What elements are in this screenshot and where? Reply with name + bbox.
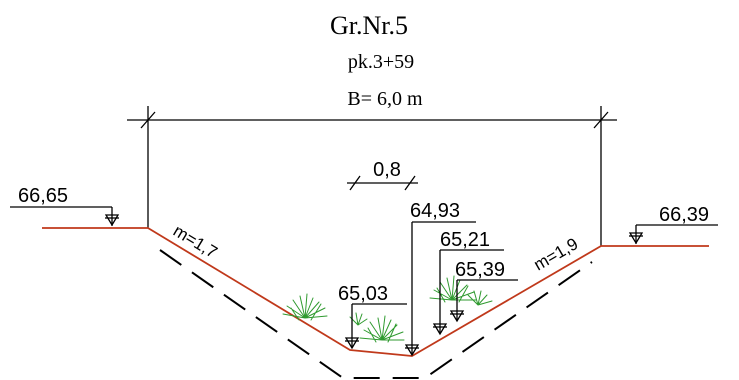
right-slope-label: m=1,9: [531, 234, 582, 274]
left-bank-elevation: 66,65: [18, 185, 68, 207]
right-slope-upper-elevation: 65,21: [440, 229, 490, 251]
vegetation-grass: [282, 275, 493, 343]
ground-profile-line: [42, 227, 709, 357]
elevation-marker-right-slope-upper: 65,21: [432, 229, 504, 336]
bottom-width-dimension: 0,8: [347, 159, 418, 191]
elevation-marker-right-bank: 66,39: [628, 204, 718, 245]
right-slope-lower-elevation: 65,39: [455, 259, 505, 281]
elevation-marker-right-slope-lower: 65,39: [449, 259, 518, 323]
top-width-label: B= 6,0 m: [347, 88, 423, 110]
design-profile-dashed: [159, 249, 593, 379]
bottom-left-elevation: 65,03: [338, 283, 388, 305]
right-bank-elevation: 66,39: [659, 204, 709, 226]
profile-title: Gr.Nr.5: [330, 11, 408, 40]
top-width-dimension: [127, 106, 617, 246]
bottom-width-label: 0,8: [373, 159, 401, 181]
elevation-marker-left-bank: 66,65: [10, 185, 120, 227]
bottom-deepest-elevation: 64,93: [410, 200, 460, 222]
elevation-marker-bottom-deepest: 64,93: [404, 200, 476, 357]
station-label: pk.3+59: [348, 51, 414, 73]
elevation-marker-bottom-left: 65,03: [338, 283, 407, 350]
